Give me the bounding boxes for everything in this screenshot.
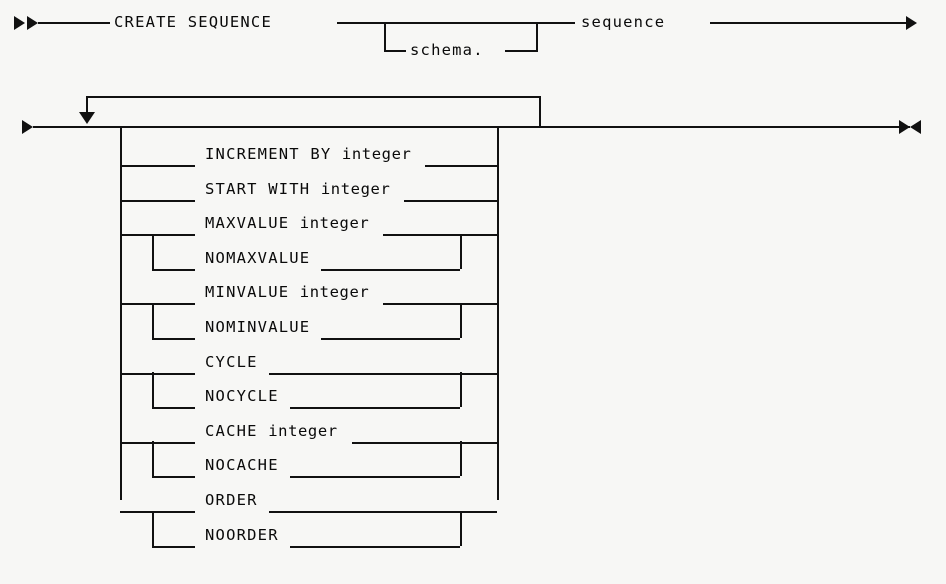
loop-back-left-drop: [86, 96, 88, 114]
connector-right-nocycle: [290, 407, 460, 409]
option-label-maxvalue: MAXVALUE integer: [205, 214, 370, 232]
option-label-minvalue: MINVALUE integer: [205, 283, 370, 301]
option-label-nocache: NOCACHE: [205, 456, 279, 474]
option-label-start-with: START WITH integer: [205, 180, 391, 198]
sub-rail-right-nominvalue: [460, 303, 462, 338]
connector-right-minvalue: [383, 303, 497, 305]
option-label-nominvalue: NOMINVALUE: [205, 318, 311, 336]
schema-branch-bottom-rail-left: [384, 50, 406, 52]
option-operand-cache: integer: [268, 422, 338, 440]
sub-rail-left-nominvalue: [152, 303, 154, 338]
connector-left-nocache: [152, 476, 195, 478]
connector-right-increment-by: [425, 165, 497, 167]
terminator-bowtie-right-half: [910, 120, 921, 134]
rail-create-to-schema-fork: [337, 22, 443, 24]
entry-marker-arrow-2: [27, 16, 38, 30]
connector-left-nomaxvalue: [152, 269, 195, 271]
connector-left-maxvalue: [120, 234, 195, 236]
schema-branch-bottom-rail-right: [505, 50, 538, 52]
option-operand-increment-by: integer: [341, 145, 412, 163]
sub-rail-left-nocycle: [152, 372, 154, 407]
sub-rail-left-nocache: [152, 441, 154, 476]
loop-back-right-riser: [539, 96, 541, 127]
connector-right-nocache: [290, 476, 460, 478]
option-label-cycle: CYCLE: [205, 353, 258, 371]
rail-entry-to-create: [38, 22, 110, 24]
connector-right-start-with: [404, 200, 497, 202]
connector-left-noorder: [152, 546, 195, 548]
connector-left-order: [120, 511, 195, 513]
option-operand-maxvalue: integer: [299, 214, 370, 232]
sub-rail-left-nomaxvalue: [152, 234, 154, 269]
connector-right-order: [269, 511, 497, 513]
connector-left-cache: [120, 442, 195, 444]
connector-right-cache: [352, 442, 497, 444]
connector-right-maxvalue: [383, 234, 497, 236]
option-label-noorder: NOORDER: [205, 526, 279, 544]
keyword-create-sequence: CREATE SEQUENCE: [114, 13, 272, 31]
sub-rail-right-noorder: [460, 511, 462, 546]
connector-right-nominvalue: [321, 338, 460, 340]
options-right-outer-rail: [497, 126, 499, 500]
option-operand-start-with: integer: [320, 180, 391, 198]
connector-right-noorder: [290, 546, 460, 548]
option-label-increment-by: INCREMENT BY integer: [205, 145, 412, 163]
connector-left-nominvalue: [152, 338, 195, 340]
loop-back-arrow-down: [79, 112, 95, 124]
connector-left-minvalue: [120, 303, 195, 305]
schema-branch-right-stub: [536, 22, 538, 52]
option-label-nocycle: NOCYCLE: [205, 387, 279, 405]
exit-marker-arrow: [906, 16, 917, 30]
options-left-outer-rail: [120, 126, 122, 500]
options-entry-arrow: [22, 120, 33, 134]
connector-left-increment-by: [120, 165, 195, 167]
connector-left-cycle: [120, 373, 195, 375]
rail-schema-bypass: [443, 22, 575, 24]
connector-right-nomaxvalue: [321, 269, 460, 271]
connector-right-cycle: [269, 373, 497, 375]
connector-left-start-with: [120, 200, 195, 202]
sub-rail-right-nomaxvalue: [460, 234, 462, 269]
option-label-order: ORDER: [205, 491, 258, 509]
entry-marker-arrow-1: [14, 16, 25, 30]
sub-rail-right-nocache: [460, 441, 462, 476]
option-label-nomaxvalue: NOMAXVALUE: [205, 249, 311, 267]
terminator-bowtie-left-half: [899, 120, 910, 134]
rail-sequence-to-exit: [710, 22, 908, 24]
operand-sequence: sequence: [581, 13, 666, 31]
connector-left-nocycle: [152, 407, 195, 409]
operand-schema: schema.: [410, 41, 484, 59]
option-label-cache: CACHE integer: [205, 422, 338, 440]
sub-rail-right-nocycle: [460, 372, 462, 407]
sub-rail-left-noorder: [152, 511, 154, 546]
option-operand-minvalue: integer: [299, 283, 370, 301]
loop-back-top-rail: [86, 96, 541, 98]
schema-branch-left-stub: [384, 22, 386, 52]
options-main-rail: [33, 126, 910, 128]
